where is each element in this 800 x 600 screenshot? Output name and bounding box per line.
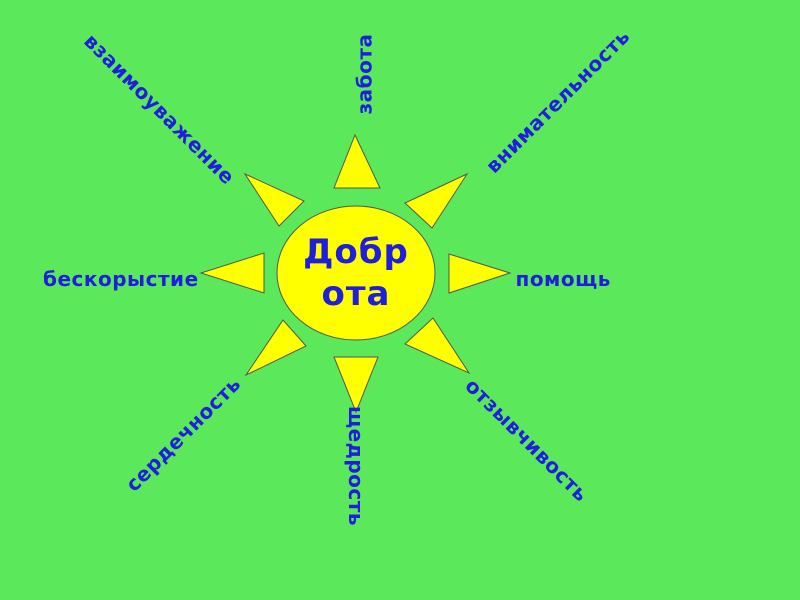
ray-left <box>199 252 265 294</box>
word-left: бескорыстие <box>43 267 199 291</box>
center-line-2: ота <box>321 274 391 314</box>
ray-bottom <box>333 356 379 414</box>
ray-top-left <box>243 172 305 227</box>
word-top: забота <box>351 33 376 115</box>
ray-right <box>448 253 512 294</box>
sun-rays <box>199 133 512 414</box>
ray-top-right <box>404 172 469 229</box>
ray-top <box>333 133 381 189</box>
sun-center-label: Добр ота <box>276 231 436 316</box>
ray-bottom-left <box>244 319 307 377</box>
word-bottom: щедрость <box>343 406 368 526</box>
word-right: помощь <box>515 267 611 291</box>
ray-bottom-right <box>404 317 471 375</box>
center-line-1: Добр <box>303 231 409 272</box>
sun-core <box>276 205 436 341</box>
